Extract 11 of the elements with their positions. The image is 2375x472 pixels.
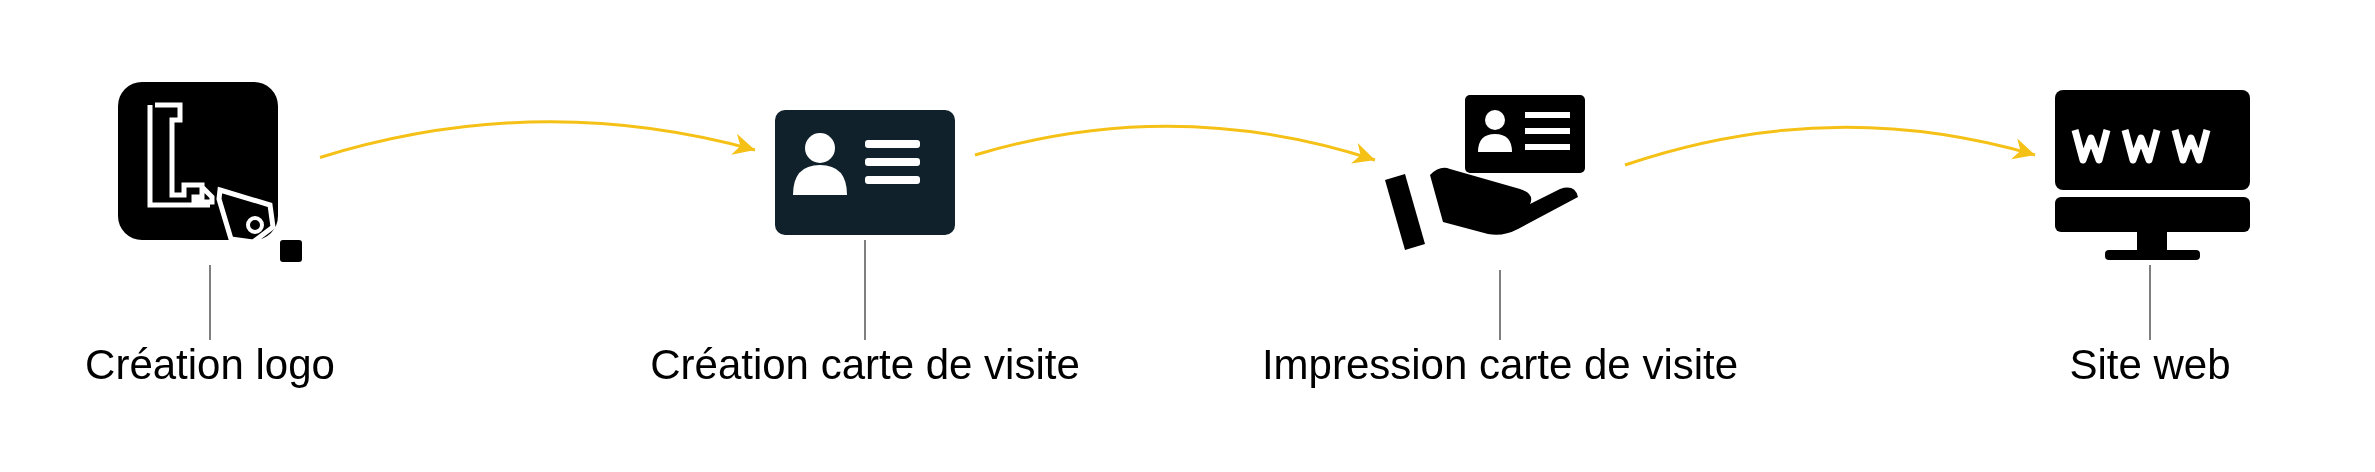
step-label: Création logo [84, 340, 336, 390]
step-label: Site web [2068, 340, 2232, 390]
step-label: Création carte de visite [649, 340, 1081, 390]
connector-line [209, 264, 211, 341]
curved-arrow [319, 120, 756, 159]
step-label: Impression carte de visite [1260, 340, 1740, 390]
curved-arrow [1624, 126, 2036, 167]
connector-line [1499, 269, 1501, 341]
curved-arrow [974, 124, 1376, 165]
connector-line [2149, 264, 2151, 341]
connector-line [864, 239, 866, 341]
